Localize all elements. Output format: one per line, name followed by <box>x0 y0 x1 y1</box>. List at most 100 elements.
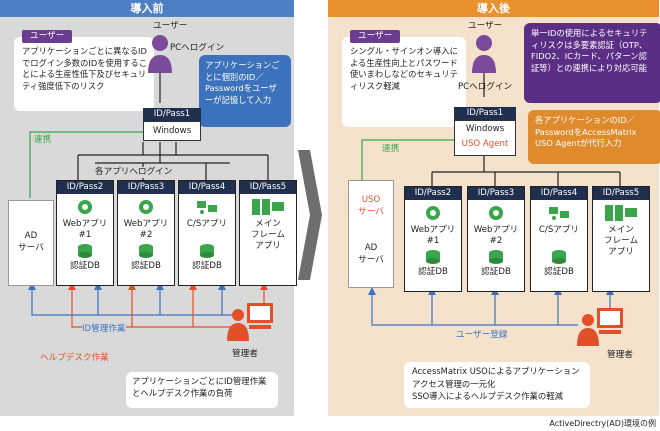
after-app-2-db-label: 認証DB <box>481 267 511 277</box>
after-ad-line1: AD <box>364 243 378 253</box>
after-app-2-label-1: Webアプリ <box>473 225 519 235</box>
before-app-1-db-label: 認証DB <box>70 261 100 271</box>
before-app-4-label-1: メイン <box>255 219 281 229</box>
before-app-2-id: ID/Pass3 <box>118 181 174 194</box>
after-purple-callout: 単一IDの使用によるセキュリティリスクは多要素認証（OTP、FIDO2、ICカー… <box>524 23 660 103</box>
after-app-2-db-icon <box>468 249 524 268</box>
after-app-4-label-3: アプリ <box>608 247 634 257</box>
before-app-4-label-3: アプリ <box>255 241 281 251</box>
after-app-3-db-label: 認証DB <box>544 267 574 277</box>
footnote: ActiveDirectry(AD)環境の例 <box>549 419 656 428</box>
before-app-1-id: ID/Pass2 <box>57 181 113 194</box>
after-uso-line1: USO <box>361 195 381 205</box>
after-bottom-note-line3: SSO導入によるヘルプデスク作業の軽減 <box>412 391 563 401</box>
after-orange-callout-text: 各アプリケーションのID／PasswordをAccessMatrix USO A… <box>535 115 637 148</box>
before-user-callout-text: アプリケーションごとに異なるIDでログイン多数のIDを使用することによる生産性低… <box>22 46 147 91</box>
before-pc-login: PCへログイン <box>170 43 225 53</box>
after-header: 導入後 <box>328 0 659 17</box>
before-ad-line1: AD <box>24 231 38 241</box>
after-app-1-db-icon <box>405 249 461 268</box>
before-header: 導入前 <box>0 0 294 17</box>
after-bottom-note-line2: アクセス管理の一元化 <box>412 378 496 389</box>
after-user-person-icon <box>472 35 496 97</box>
after-user-callout: ユーザー シングル・サインオン導入による生産性向上とパスワード使いまわしなどのセ… <box>342 30 466 127</box>
before-app-4-id: ID/Pass5 <box>240 181 296 194</box>
after-app-1-id: ID/Pass2 <box>405 187 461 200</box>
before-pc-box: ID/Pass1 Windows <box>143 108 201 142</box>
before-pc-os: Windows <box>143 121 201 141</box>
before-user-callout: ユーザー アプリケーションごとに異なるIDでログイン多数のIDを使用することによ… <box>14 30 154 111</box>
after-pc-agent: USO Agent <box>461 139 509 149</box>
before-ad-line2: サーバ <box>18 243 44 253</box>
after-orange-callout: 各アプリケーションのID／PasswordをAccessMatrix USO A… <box>528 110 660 164</box>
before-app-3-server-icon <box>179 199 235 219</box>
after-app-1-server-icon <box>405 205 461 225</box>
after-ad-line2: サーバ <box>358 255 384 265</box>
after-pc-login: PCへログイン <box>458 82 513 92</box>
before-blue-callout: アプリケーションごとに個別のID／Passwordをユーザーが記憶して入力 <box>199 55 291 127</box>
after-app-4-label-2: フレーム <box>603 236 639 246</box>
before-bottom-note: アプリケーションごとにID管理作業とヘルプデスク作業の負荷 <box>126 372 278 408</box>
after-pc-body: Windows USO Agent <box>454 120 516 156</box>
before-app-3-id: ID/Pass4 <box>179 181 235 194</box>
before-app-3-db-icon <box>179 243 235 262</box>
after-app-2-server-icon <box>468 205 524 225</box>
before-user-person-icon <box>148 35 172 103</box>
after-admin-label: 管理者 <box>607 350 633 360</box>
before-app-4-server-icon <box>240 199 296 219</box>
before-app-3-label-1: C/Sアプリ <box>186 219 228 229</box>
after-uso-line2: サーバ <box>358 207 384 217</box>
before-app-2-server-icon <box>118 199 174 219</box>
before-app-4-label-2: フレーム <box>250 230 286 240</box>
before-blue-callout-text: アプリケーションごとに個別のID／Passwordをユーザーが記憶して入力 <box>205 60 280 105</box>
after-user-reg: ユーザー登録 <box>456 330 508 340</box>
after-app-2-id: ID/Pass3 <box>468 187 524 200</box>
before-id-mgmt: ID管理作業 <box>82 324 126 335</box>
before-app-2-label-2: #2 <box>139 230 153 240</box>
before-app-1-label-2: #1 <box>78 230 92 240</box>
after-server-box: USO サーバ AD サーバ <box>348 180 394 288</box>
before-ad-server: AD サーバ <box>8 200 54 286</box>
before-app-2-label-1: Webアプリ <box>123 219 169 229</box>
after-pc-box: ID/Pass1 Windows USO Agent <box>454 107 516 156</box>
after-user-callout-text: シングル・サインオン導入による生産性向上とパスワード使いまわしなどのセキュリティ… <box>350 46 458 91</box>
after-bottom-note-line1: AccessMatrix USOによるアプリケーション <box>412 366 580 376</box>
after-pc-os: Windows <box>465 124 505 134</box>
after-app-1-label-1: Webアプリ <box>410 225 456 235</box>
after-purple-callout-text: 単一IDの使用によるセキュリティリスクは多要素認証（OTP、FIDO2、ICカー… <box>531 28 648 73</box>
before-pc-id: ID/Pass1 <box>143 108 201 121</box>
before-app-login: 各アプリへログイン <box>95 167 173 178</box>
after-app-4-label-1: メイン <box>608 225 634 235</box>
before-admin-label: 管理者 <box>232 349 258 359</box>
after-user-label: ユーザー <box>468 21 503 31</box>
after-pc-id: ID/Pass1 <box>454 107 516 120</box>
after-app-3-id: ID/Pass4 <box>531 187 587 200</box>
before-app-4: ID/Pass5 メインフレームアプリ <box>239 180 297 286</box>
after-app-1-label-2: #1 <box>426 236 440 246</box>
after-app-2-label-2: #2 <box>489 236 503 246</box>
before-app-1-db-icon <box>57 243 113 262</box>
after-app-3-db-icon <box>531 249 587 268</box>
before-app-2-db-label: 認証DB <box>131 261 161 271</box>
before-user-label: ユーザー <box>153 21 188 31</box>
before-app-1-server-icon <box>57 199 113 219</box>
after-app-3-server-icon <box>531 205 587 225</box>
after-admin-icon <box>577 308 623 346</box>
before-admin-icon <box>227 303 273 341</box>
after-user-callout-title: ユーザー <box>350 30 401 43</box>
before-renkei: 連携 <box>34 135 52 145</box>
before-helpdesk: ヘルプデスク作業 <box>40 353 109 363</box>
before-bottom-note-text: アプリケーションごとにID管理作業とヘルプデスク作業の負荷 <box>132 376 267 398</box>
after-app-1-db-label: 認証DB <box>418 267 448 277</box>
before-app-2-db-icon <box>118 243 174 262</box>
